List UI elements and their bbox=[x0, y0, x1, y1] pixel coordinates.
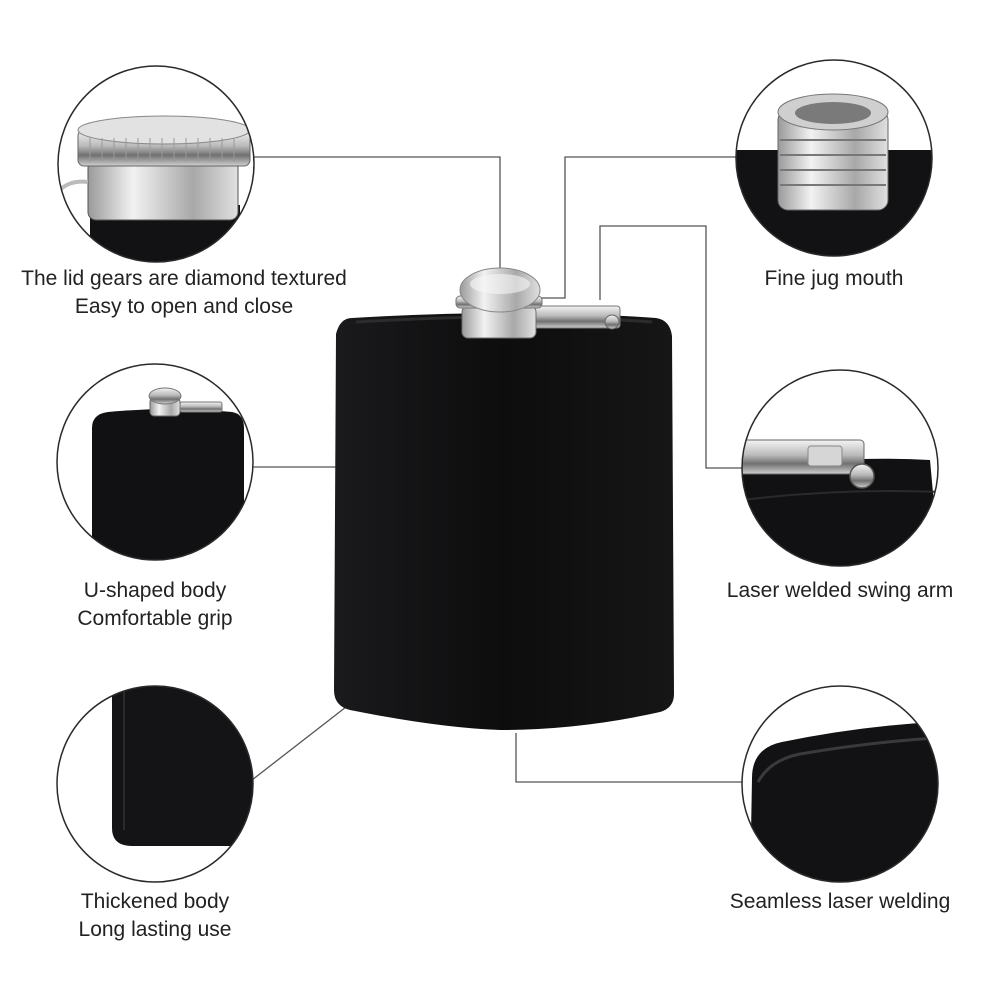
caption-lid: The lid gears are diamond textured Easy … bbox=[0, 265, 368, 321]
leader-line-arm bbox=[599, 225, 742, 469]
caption-weld-line-1: Seamless laser welding bbox=[729, 890, 951, 913]
caption-thick-line-1: Thickened body bbox=[80, 890, 230, 913]
caption-body-line-1: U-shaped body bbox=[83, 579, 227, 602]
detail-circle-arm bbox=[741, 369, 939, 567]
flask-cap bbox=[455, 267, 543, 339]
swing-arm bbox=[531, 305, 621, 330]
caption-weld: Seamless laser welding bbox=[712, 888, 968, 916]
flask-body bbox=[334, 313, 674, 730]
detail-circle-thick bbox=[56, 685, 254, 883]
caption-arm-line-1: Laser welded swing arm bbox=[726, 579, 954, 602]
caption-thick: Thickened body Long lasting use bbox=[52, 888, 258, 944]
leader-line-thick bbox=[251, 699, 356, 781]
detail-circle-weld bbox=[741, 685, 939, 883]
caption-body-line-2: Comfortable grip bbox=[77, 607, 233, 630]
detail-circle-lid bbox=[57, 65, 255, 263]
caption-arm: Laser welded swing arm bbox=[708, 577, 972, 605]
caption-thick-line-2: Long lasting use bbox=[78, 918, 232, 941]
main-flask bbox=[334, 267, 674, 730]
caption-body: U-shaped body Comfortable grip bbox=[52, 577, 258, 633]
leader-line-weld bbox=[515, 733, 743, 783]
leader-line-lid bbox=[252, 156, 501, 285]
detail-circle-mouth bbox=[735, 59, 933, 257]
detail-circle-body bbox=[56, 363, 254, 561]
caption-mouth: Fine jug mouth bbox=[734, 265, 934, 293]
leader-lines bbox=[251, 156, 743, 783]
caption-lid-line-2: Easy to open and close bbox=[74, 295, 294, 318]
caption-lid-line-1: The lid gears are diamond textured bbox=[21, 267, 347, 290]
leader-line-mouth bbox=[540, 156, 736, 299]
caption-mouth-line-1: Fine jug mouth bbox=[764, 267, 904, 290]
